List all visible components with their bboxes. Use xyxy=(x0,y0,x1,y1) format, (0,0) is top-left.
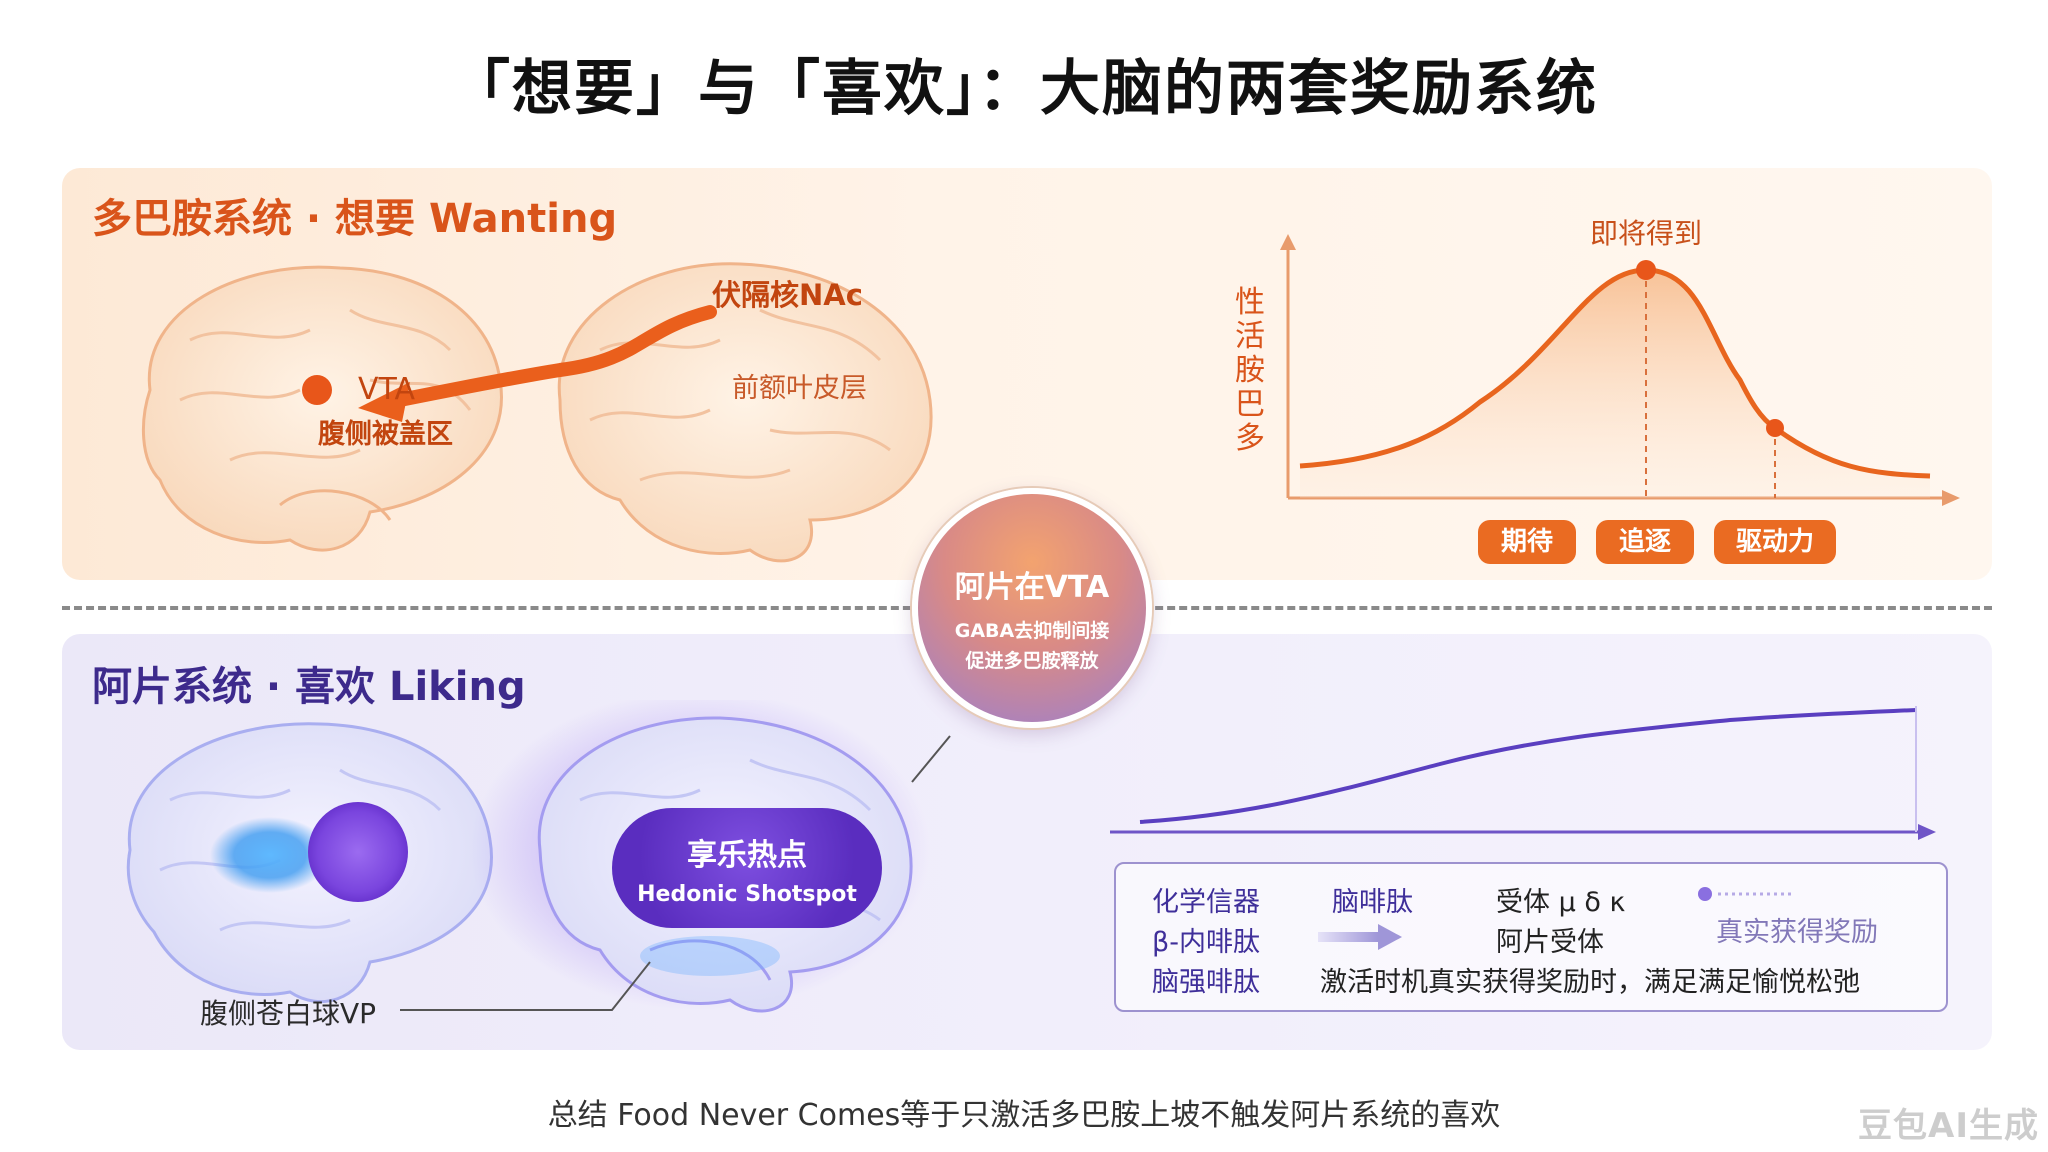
brain-left-icon xyxy=(141,265,503,552)
drive-dot xyxy=(1766,419,1784,437)
legend-real-reward: 真实获得奖励 xyxy=(1716,917,1878,948)
vp-glow xyxy=(210,817,330,893)
hotspot-en: Hedonic Shotspot xyxy=(637,882,857,907)
receptor-legend xyxy=(1114,862,1948,1012)
legend-arrow-icon xyxy=(1318,924,1402,950)
vta-dot xyxy=(302,375,332,405)
nac-label: 伏隔核NAc xyxy=(712,278,863,312)
liking-heading: 阿片系统 · 喜欢 Liking xyxy=(92,664,526,710)
legend-activation-note: 激活时机真实获得奖励时，满足满足愉悦松弛 xyxy=(1320,967,1860,998)
bubble-line2: 促进多巴胺释放 xyxy=(965,650,1099,672)
legend-receptor-types: 受体 μ δ κ xyxy=(1496,887,1626,918)
peak-label: 即将得到 xyxy=(1590,217,1703,250)
legend-chem-3: 脑强啡肽 xyxy=(1152,967,1260,998)
bubble-title: 阿片在VTA xyxy=(954,570,1110,605)
page-title: 「想要」与「喜欢」：大脑的两套奖励系统 xyxy=(450,54,1598,124)
watermark: 豆包AI生成 xyxy=(1858,1106,2039,1146)
legend-chem-2: β-内啡肽 xyxy=(1152,927,1260,958)
curve-area xyxy=(1300,270,1930,498)
wanting-brains-illustration xyxy=(141,262,933,563)
opioid-vta-bubble: 阿片在VTA GABA去抑制间接 促进多巴胺释放 xyxy=(912,488,1152,728)
dopamine-curve xyxy=(1299,267,1931,479)
liking-curve-chart xyxy=(1110,706,1936,840)
legend-chem-1: 化学信器 xyxy=(1152,887,1260,918)
pathway-arrow xyxy=(383,305,717,409)
vta-label: VTA xyxy=(358,372,416,407)
vp-leader-line xyxy=(400,961,651,1011)
phase-pill-pursuit: 追逐 xyxy=(1596,520,1694,564)
peak-dot xyxy=(1636,260,1656,280)
hotspot-cn: 享乐热点 xyxy=(687,838,807,873)
y-axis-label: 性活胺巴多 xyxy=(1235,285,1265,456)
wanting-heading: 多巴胺系统 · 想要 Wanting xyxy=(92,196,618,242)
bubble-connector xyxy=(911,735,951,783)
arrow-head-icon xyxy=(358,382,410,422)
phase-pill-anticipation: 期待 xyxy=(1478,520,1576,564)
vta-sublabel: 腹侧被盖区 xyxy=(318,419,453,450)
liking-curve xyxy=(1139,708,1917,824)
vp-label: 腹侧苍白球VP xyxy=(200,997,377,1030)
brain-left-purple-icon xyxy=(126,722,493,1003)
hedonic-hotspot: 享乐热点 Hedonic Shotspot xyxy=(612,808,882,928)
legend-opioid-receptor: 阿片受体 xyxy=(1496,927,1604,958)
legend-dot-line-icon xyxy=(1698,887,1792,901)
bubble-line1: GABA去抑制间接 xyxy=(954,620,1110,642)
pfc-label: 前额叶皮层 xyxy=(732,373,867,404)
opioid-spot xyxy=(308,802,408,902)
dopamine-curve-chart xyxy=(1280,234,1960,506)
phase-pill-drive: 驱动力 xyxy=(1714,520,1836,564)
summary-text: 总结 Food Never Comes等于只激活多巴胺上坡不触发阿片系统的喜欢 xyxy=(547,1098,1501,1133)
legend-enkephalin: 脑啡肽 xyxy=(1332,887,1413,918)
